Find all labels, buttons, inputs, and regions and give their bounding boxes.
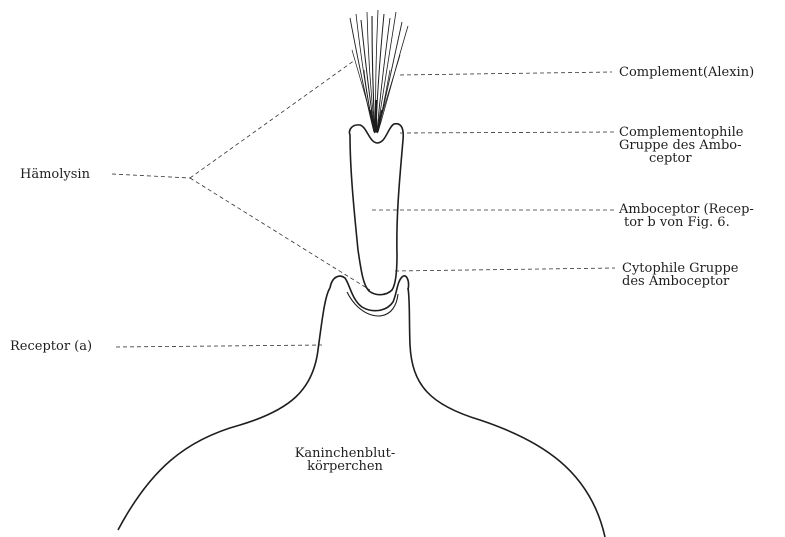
label-amboceptor: Amboceptor (Recep- tor b von Fig. 6. (619, 203, 754, 229)
label-haemolysin: Hämolysin (20, 168, 90, 181)
cytophile-leader (395, 268, 615, 271)
receptor-cup (330, 276, 409, 311)
cell-outline (118, 288, 330, 530)
label-complement: Complement(Alexin) (619, 66, 754, 79)
haemolysin-leader-upper (190, 60, 355, 178)
cell-line-2: körperchen (290, 460, 400, 473)
label-complementophile: Complementophile Gruppe des Ambo- ceptor (619, 126, 743, 165)
complement-bristles (350, 10, 408, 133)
complement-leader (400, 72, 612, 75)
complementophile-leader (400, 132, 615, 133)
amboceptor-line-2: tor b von Fig. 6. (619, 216, 754, 229)
complementophile-line-3: ceptor (619, 152, 743, 165)
amboceptor-body (349, 124, 403, 295)
cell-outline-right (408, 288, 605, 537)
haemolysin-leader-lower (190, 178, 370, 290)
haemolysin-leader (112, 174, 190, 178)
receptor-leader (116, 345, 322, 347)
leader-lines (112, 60, 615, 347)
label-receptor-a: Receptor (a) (10, 340, 92, 353)
label-cytophile: Cytophile Gruppe des Amboceptor (622, 262, 739, 288)
label-cell: Kaninchenblut- körperchen (290, 447, 400, 473)
cytophile-line-2: des Amboceptor (622, 275, 739, 288)
